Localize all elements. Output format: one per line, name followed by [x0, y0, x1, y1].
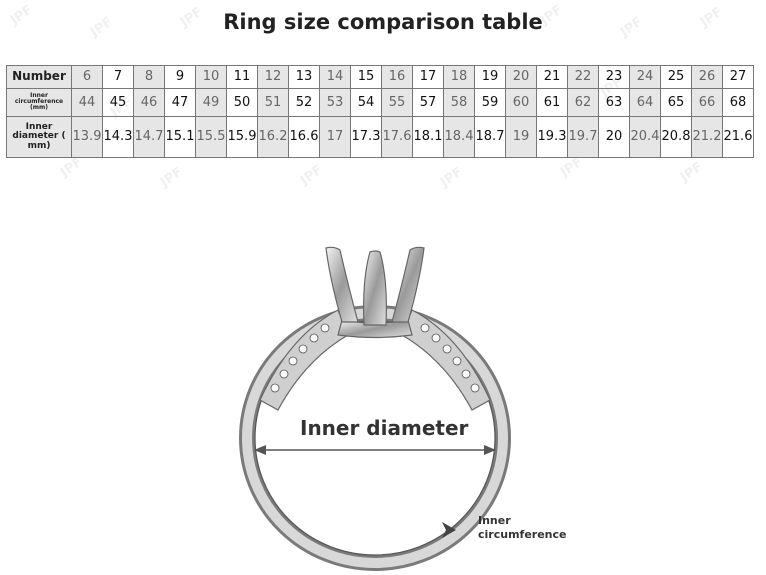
number-cell: 21	[536, 65, 568, 89]
row-header-circumference: Inner circumference (mm)	[6, 87, 72, 117]
circumference-cell: 55	[381, 87, 413, 117]
circumference-cell: 47	[164, 87, 196, 117]
diameter-cell: 20.4	[629, 115, 661, 159]
prong-right	[391, 246, 425, 323]
ring-drawing	[239, 246, 511, 571]
watermark-mark: JPF	[157, 164, 186, 191]
diameter-cell: 19.7	[567, 115, 599, 159]
prong-center	[363, 250, 387, 326]
number-cell: 15	[350, 65, 382, 89]
row-header-number: Number	[6, 65, 72, 89]
number-cell: 18	[443, 65, 475, 89]
diameter-cell: 15.5	[195, 115, 227, 159]
number-cell: 10	[195, 65, 227, 89]
watermark-mark: JPF	[437, 164, 466, 191]
circumference-cell: 65	[660, 87, 692, 117]
circumference-cell: 62	[567, 87, 599, 117]
number-cell: 11	[226, 65, 258, 89]
diameter-arrow-right	[484, 445, 496, 455]
circumference-cell: 59	[474, 87, 506, 117]
diameter-cell: 13.9	[71, 115, 103, 159]
number-cell: 12	[257, 65, 289, 89]
number-cell: 24	[629, 65, 661, 89]
diameter-cell: 17.6	[381, 115, 413, 159]
diameter-cell: 18.1	[412, 115, 444, 159]
circumference-cell: 68	[722, 87, 754, 117]
diameter-cell: 15.9	[226, 115, 258, 159]
number-cell: 16	[381, 65, 413, 89]
circumference-cell: 54	[350, 87, 382, 117]
page-title: Ring size comparison table	[223, 10, 543, 34]
diameter-cell: 18.4	[443, 115, 475, 159]
inner-diameter-label: Inner diameter	[300, 416, 469, 440]
number-cell: 26	[691, 65, 723, 89]
circumference-cell: 52	[288, 87, 320, 117]
circumference-cell: 50	[226, 87, 258, 117]
watermark-mark: JPF	[57, 154, 86, 181]
diameter-cell: 15.1	[164, 115, 196, 159]
circumference-cell: 64	[629, 87, 661, 117]
circumference-cell: 45	[102, 87, 134, 117]
diameter-cell: 16.2	[257, 115, 289, 159]
circumference-cell: 66	[691, 87, 723, 117]
diameter-cell: 18.7	[474, 115, 506, 159]
diameter-cell: 17.3	[350, 115, 382, 159]
prong-left	[325, 246, 359, 323]
number-cell: 22	[567, 65, 599, 89]
number-cell: 20	[505, 65, 537, 89]
ring-illustration	[230, 240, 570, 575]
diameter-cell: 21.2	[691, 115, 723, 159]
number-cell: 19	[474, 65, 506, 89]
diameter-cell: 19	[505, 115, 537, 159]
inner-circumference-label: Inner circumference	[478, 514, 566, 542]
watermark-mark: JPF	[297, 162, 326, 189]
number-cell: 6	[71, 65, 103, 89]
number-cell: 17	[412, 65, 444, 89]
inner-circumference-label-line1: Inner	[478, 514, 511, 527]
circumference-cell: 49	[195, 87, 227, 117]
watermark-mark: JPF	[557, 154, 586, 181]
number-cell: 9	[164, 65, 196, 89]
number-cell: 27	[722, 65, 754, 89]
circumference-cell: 51	[257, 87, 289, 117]
number-cell: 14	[319, 65, 351, 89]
circumference-cell: 57	[412, 87, 444, 117]
diameter-cell: 14.7	[133, 115, 165, 159]
pave-stones	[270, 323, 480, 393]
diameter-cell: 19.3	[536, 115, 568, 159]
circumference-cell: 60	[505, 87, 537, 117]
number-cell: 8	[133, 65, 165, 89]
number-cell: 13	[288, 65, 320, 89]
diameter-cell: 16.6	[288, 115, 320, 159]
circumference-cell: 63	[598, 87, 630, 117]
circumference-arrow	[442, 522, 456, 538]
diameter-cell: 20.8	[660, 115, 692, 159]
circumference-cell: 53	[319, 87, 351, 117]
diameter-cell: 17	[319, 115, 351, 159]
circumference-cell: 46	[133, 87, 165, 117]
row-header-diameter: Inner diameter ( mm)	[6, 115, 72, 159]
circumference-cell: 61	[536, 87, 568, 117]
inner-circumference-label-line2: circumference	[478, 528, 567, 541]
circumference-cell: 58	[443, 87, 475, 117]
diameter-cell: 21.6	[722, 115, 754, 159]
watermark-mark: JPF	[677, 159, 706, 186]
diameter-cell: 14.3	[102, 115, 134, 159]
circumference-cell: 44	[71, 87, 103, 117]
number-cell: 25	[660, 65, 692, 89]
diameter-cell: 20	[598, 115, 630, 159]
diameter-arrow-left	[254, 445, 266, 455]
number-cell: 7	[102, 65, 134, 89]
number-cell: 23	[598, 65, 630, 89]
